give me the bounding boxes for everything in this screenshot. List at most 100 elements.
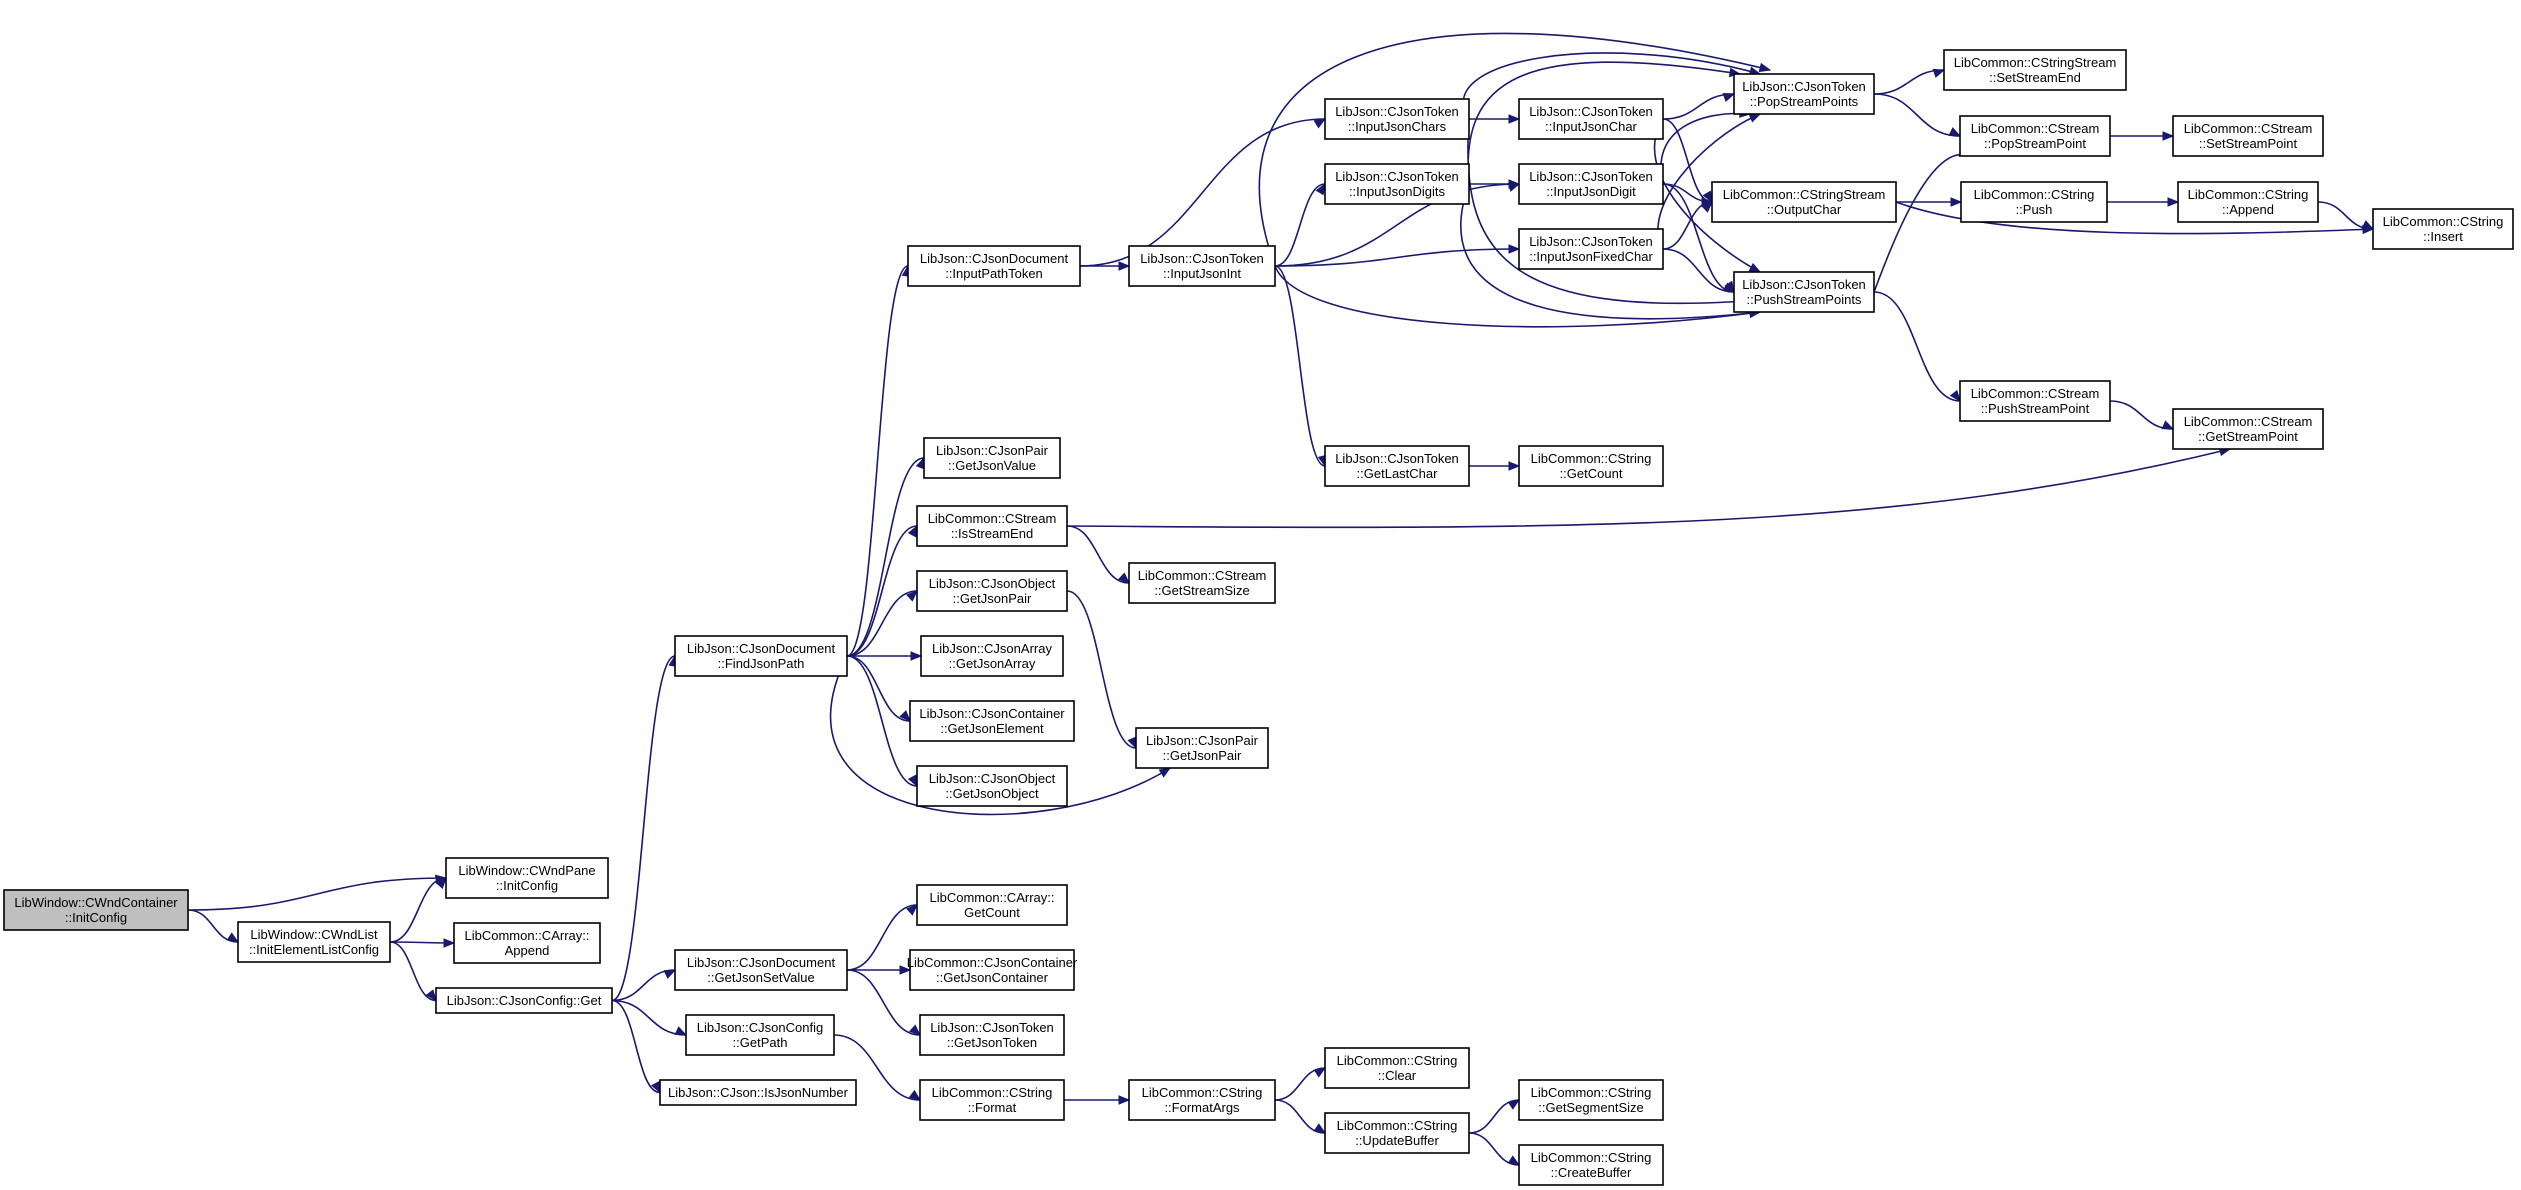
- node-label-line: LibJson::CJsonObject: [929, 576, 1056, 591]
- node-box: [916, 570, 1068, 612]
- edge-n4-n5: [611, 654, 678, 1002]
- node-label-line: LibCommon::CString: [1142, 1085, 1263, 1100]
- node-label-line: ::InputJsonFixedChar: [1529, 249, 1653, 264]
- edge-line: [1274, 248, 1520, 267]
- node-label-line: LibCommon::CString: [932, 1085, 1053, 1100]
- node-label-line: LibCommon::CJsonContainer: [907, 955, 1078, 970]
- node-label-line: LibJson::CJsonDocument: [920, 251, 1069, 266]
- function-node[interactable]: LibCommon::CString::CreateBuffer: [1518, 1144, 1664, 1186]
- function-node[interactable]: LibCommon::CStream::GetStreamPoint: [2172, 408, 2324, 450]
- function-node[interactable]: LibJson::CJsonToken::PushStreamPoints: [1733, 271, 1875, 313]
- arrow-head: [2161, 420, 2175, 430]
- function-node[interactable]: LibJson::CJsonToken::InputJsonFixedChar: [1518, 228, 1664, 270]
- function-node[interactable]: LibJson::CJsonToken::GetJsonToken: [919, 1014, 1065, 1056]
- function-node[interactable]: LibCommon::CStream::IsStreamEnd: [916, 505, 1068, 547]
- function-node[interactable]: LibCommon::CString::Push: [1960, 181, 2108, 223]
- function-node[interactable]: LibJson::CJsonArray::GetJsonArray: [920, 635, 1064, 677]
- arrow-head: [1508, 179, 1521, 189]
- function-node[interactable]: LibJson::CJsonToken::InputJsonInt: [1128, 245, 1276, 287]
- function-node[interactable]: LibCommon::CStringStream::SetStreamEnd: [1943, 49, 2127, 91]
- node-box: [1959, 115, 2111, 157]
- edge-n39-n42: [2110, 131, 2175, 141]
- node-label-line: ::GetStreamPoint: [2198, 429, 2298, 444]
- function-node[interactable]: LibJson::CJsonConfig::Get: [435, 987, 613, 1014]
- function-node[interactable]: LibCommon::CString::Append: [2177, 181, 2319, 223]
- function-node[interactable]: LibCommon::CArray::GetCount: [916, 884, 1068, 926]
- function-node[interactable]: LibCommon::CString::FormatArgs: [1128, 1079, 1276, 1121]
- node-label-line: LibCommon::CStream: [1138, 568, 1267, 583]
- function-node[interactable]: LibJson::CJsonObject::GetJsonObject: [916, 765, 1068, 807]
- function-node[interactable]: LibJson::CJsonDocument::GetJsonSetValue: [674, 949, 848, 991]
- node-box: [1324, 445, 1470, 487]
- edge-n12-n22: [1066, 590, 1137, 750]
- node-box: [1128, 1079, 1276, 1121]
- function-node[interactable]: LibJson::CJsonObject::GetJsonPair: [916, 570, 1068, 612]
- edge-n20-n25: [1274, 182, 1326, 267]
- node-label-line: ::GetStreamSize: [1154, 583, 1249, 598]
- function-node[interactable]: LibJson::CJsonToken::PopStreamPoints: [1733, 73, 1875, 115]
- arrow-head: [1508, 244, 1521, 254]
- function-node[interactable]: LibJson::CJsonToken::InputJsonChar: [1518, 98, 1664, 140]
- arrow-head: [1118, 572, 1130, 584]
- function-node[interactable]: LibCommon::CStringStream::OutputChar: [1711, 181, 1897, 223]
- function-node[interactable]: LibCommon::CStream::SetStreamPoint: [2172, 115, 2324, 157]
- node-label-line: ::GetJsonToken: [947, 1035, 1037, 1050]
- root-function-node[interactable]: LibWindow::CWndContainer::InitConfig: [3, 889, 189, 931]
- node-label-line: ::GetSegmentSize: [1538, 1100, 1644, 1115]
- function-node[interactable]: LibJson::CJsonToken::InputJsonDigits: [1324, 163, 1470, 205]
- node-box: [1959, 380, 2111, 422]
- function-node[interactable]: LibJson::CJsonContainer::GetJsonElement: [909, 700, 1075, 742]
- edge-line: [1274, 265, 1761, 328]
- function-node[interactable]: LibCommon::CStream::PopStreamPoint: [1959, 115, 2111, 157]
- function-node[interactable]: LibJson::CJsonPair::GetJsonValue: [923, 437, 1061, 479]
- function-node[interactable]: LibCommon::CJsonContainer::GetJsonContai…: [907, 949, 1078, 991]
- node-label-line: ::GetCount: [1560, 466, 1623, 481]
- node-label-line: LibCommon::CStream: [1971, 386, 2100, 401]
- edge-line: [846, 457, 925, 657]
- arrow-head: [2167, 197, 2180, 207]
- edge-line: [1066, 525, 1130, 584]
- function-node[interactable]: LibJson::CJsonDocument::InputPathToken: [907, 245, 1081, 287]
- function-node[interactable]: LibWindow::CWndPane::InitConfig: [445, 857, 609, 899]
- function-node[interactable]: LibCommon::CString::Insert: [2372, 208, 2514, 250]
- function-node[interactable]: LibWindow::CWndList::InitElementListConf…: [237, 921, 391, 963]
- function-node[interactable]: LibCommon::CArray::Append: [453, 922, 601, 964]
- arrow-head: [1158, 767, 1172, 778]
- edge-line: [1873, 93, 1961, 137]
- node-label-line: LibCommon::CString: [2383, 214, 2504, 229]
- node-label-line: ::PushStreamPoints: [1747, 292, 1862, 307]
- node-label-line: LibCommon::CString: [1531, 451, 1652, 466]
- node-label-line: LibJson::CJsonToken: [1529, 234, 1653, 249]
- edge-n28-n34: [1468, 1132, 1521, 1166]
- node-box: [1518, 228, 1664, 270]
- node-box: [1518, 163, 1664, 205]
- arrow-head: [1508, 461, 1521, 471]
- function-node[interactable]: LibCommon::CStream::GetStreamSize: [1128, 562, 1276, 604]
- function-node[interactable]: LibCommon::CString::UpdateBuffer: [1324, 1112, 1470, 1154]
- arrow-head: [1313, 1123, 1327, 1134]
- function-node[interactable]: LibCommon::CString::GetCount: [1518, 445, 1664, 487]
- function-node[interactable]: LibJson::CJsonPair::GetJsonPair: [1135, 727, 1269, 769]
- function-node[interactable]: LibJson::CJsonConfig::GetPath: [685, 1014, 835, 1056]
- arrow-head: [1315, 182, 1326, 196]
- edge-n0-n1: [187, 874, 448, 911]
- function-node[interactable]: LibJson::CJsonDocument::FindJsonPath: [674, 635, 848, 677]
- node-label-line: LibCommon::CString: [1531, 1150, 1652, 1165]
- function-node[interactable]: LibCommon::CString::Clear: [1324, 1047, 1470, 1089]
- node-label-line: LibJson::CJsonPair: [936, 443, 1049, 458]
- node-label-line: ::OutputChar: [1767, 202, 1842, 217]
- function-node[interactable]: LibCommon::CString::GetSegmentSize: [1518, 1079, 1664, 1121]
- function-node[interactable]: LibCommon::CString::Format: [919, 1079, 1065, 1121]
- node-label-line: LibJson::CJsonToken: [1529, 104, 1653, 119]
- function-node[interactable]: LibJson::CJsonToken::GetLastChar: [1324, 445, 1470, 487]
- function-node[interactable]: LibJson::CJson::IsJsonNumber: [659, 1079, 857, 1106]
- node-box: [2172, 115, 2324, 157]
- function-node[interactable]: LibJson::CJsonToken::InputJsonDigit: [1518, 163, 1664, 205]
- function-node[interactable]: LibCommon::CStream::PushStreamPoint: [1959, 380, 2111, 422]
- edge-n23-n27: [1274, 1067, 1327, 1101]
- arrow-head: [1748, 262, 1762, 273]
- node-box: [916, 884, 1068, 926]
- node-box: [435, 987, 613, 1014]
- node-label-line: LibJson::CJsonToken: [1742, 277, 1866, 292]
- function-node[interactable]: LibJson::CJsonToken::InputJsonChars: [1324, 98, 1470, 140]
